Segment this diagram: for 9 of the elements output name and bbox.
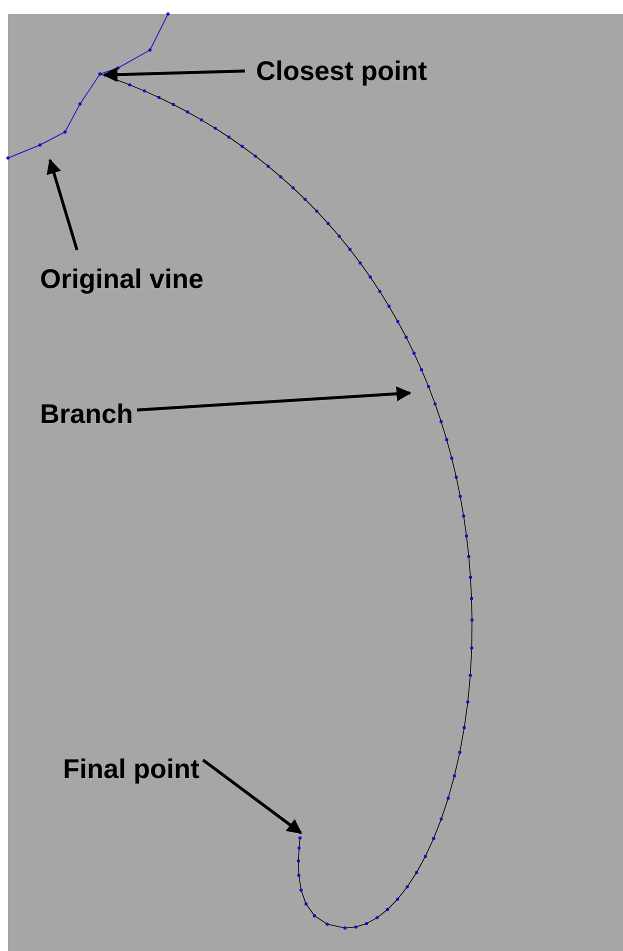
leader-arrow <box>202 758 302 834</box>
callout-label: Final point <box>63 753 200 785</box>
vine-curve <box>6 12 170 160</box>
leader-arrow <box>136 386 412 412</box>
callout-label: Branch <box>40 398 134 430</box>
leader-arrow <box>46 158 78 250</box>
leader-arrow <box>102 67 246 82</box>
callout-label: Original vine <box>40 263 204 295</box>
callout-label: Closest point <box>256 55 428 87</box>
